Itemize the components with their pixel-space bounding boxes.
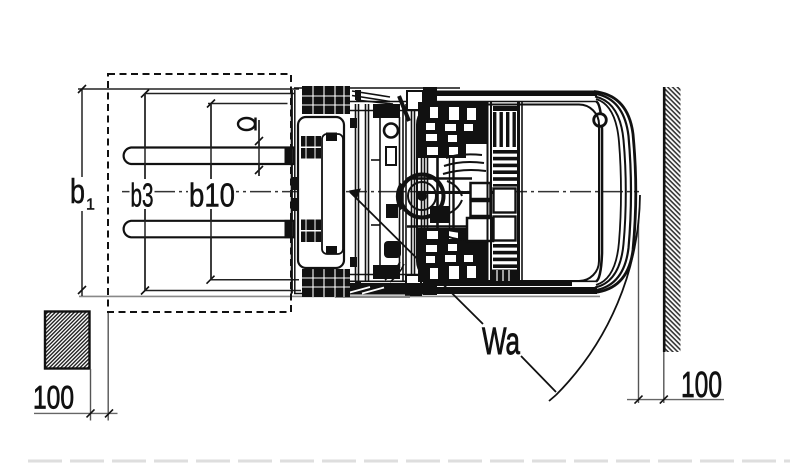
svg-text:b10: b10 (189, 177, 235, 214)
svg-text:b1: b1 (70, 173, 95, 214)
svg-text:100: 100 (681, 364, 722, 405)
svg-text:Wa: Wa (482, 321, 521, 363)
svg-text:b3: b3 (131, 177, 154, 214)
svg-text:100: 100 (33, 380, 74, 416)
